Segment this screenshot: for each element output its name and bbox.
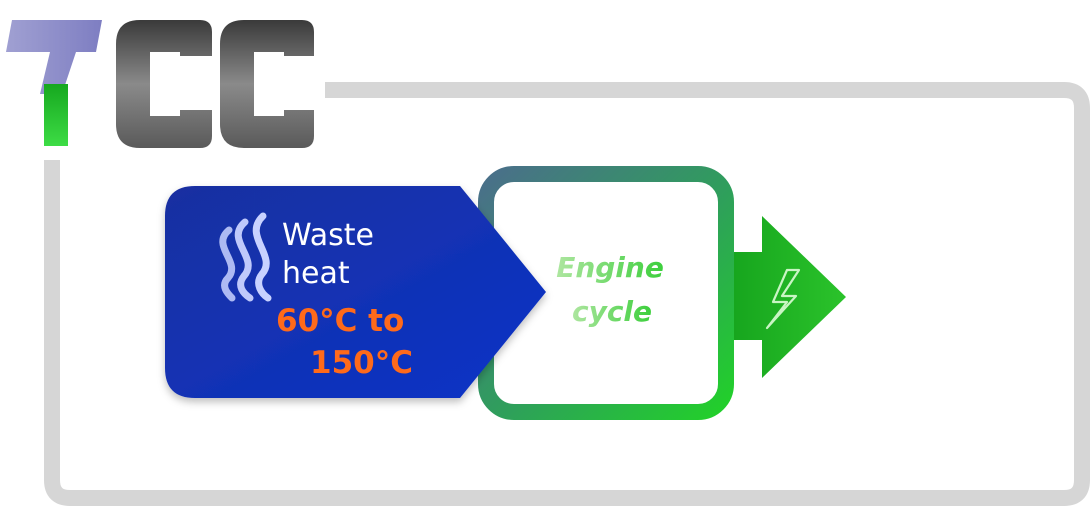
temp-label-line2: 150°C [310,345,413,381]
logo-t-stem [44,84,68,146]
outer-frame [44,82,1090,506]
logo-t-top [6,20,102,94]
engine-cycle-box: Engine cycle [478,166,734,420]
output-arrow-shape [700,216,846,378]
output-arrow [700,216,846,378]
temp-label-line1: 60°C to [276,303,404,339]
logo-c-second [220,20,314,148]
engine-label-line2: cycle [572,295,652,328]
engine-label-line1: Engine [556,251,664,284]
waste-label-line1: Waste [282,218,374,253]
tcc-logo [6,20,314,148]
lightning-bolt-icon [765,268,801,330]
heat-waves-icon [219,212,272,302]
waste-heat-content: Waste heat 60°C to 150°C [219,212,413,381]
outer-frame-border [44,82,1090,506]
logo-c-first [116,20,212,148]
waste-label-line2: heat [282,256,350,291]
